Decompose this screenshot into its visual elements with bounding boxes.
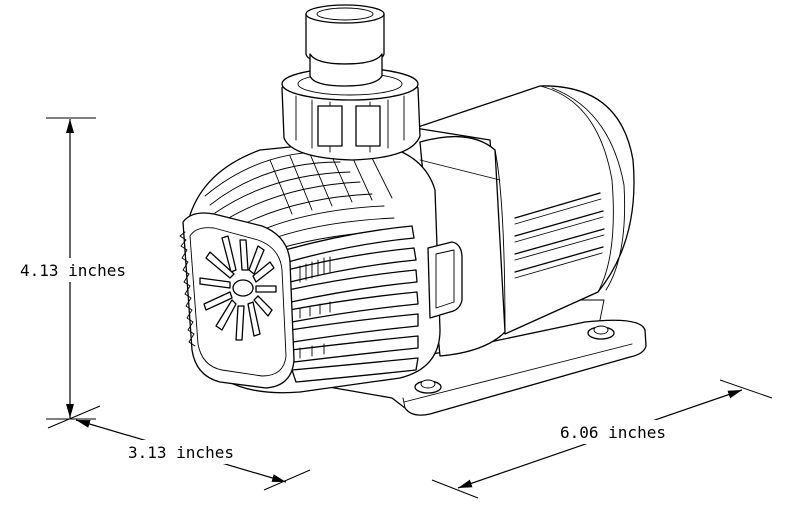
pump-side-latch xyxy=(427,241,463,319)
pump-outlet-spout xyxy=(305,4,385,87)
pump-base xyxy=(299,299,647,416)
height-label: 4.13 inches xyxy=(20,261,126,280)
pump-side-grille xyxy=(284,225,419,383)
width-dimension: 3.13 inches xyxy=(47,405,311,491)
pump-front-intake xyxy=(179,212,295,389)
width-label: 3.13 inches xyxy=(128,443,234,462)
pump-illustration xyxy=(179,4,647,416)
length-label: 6.06 inches xyxy=(560,423,666,442)
height-dimension: 4.13 inches xyxy=(18,117,136,420)
length-dimension: 6.06 inches xyxy=(431,379,773,499)
